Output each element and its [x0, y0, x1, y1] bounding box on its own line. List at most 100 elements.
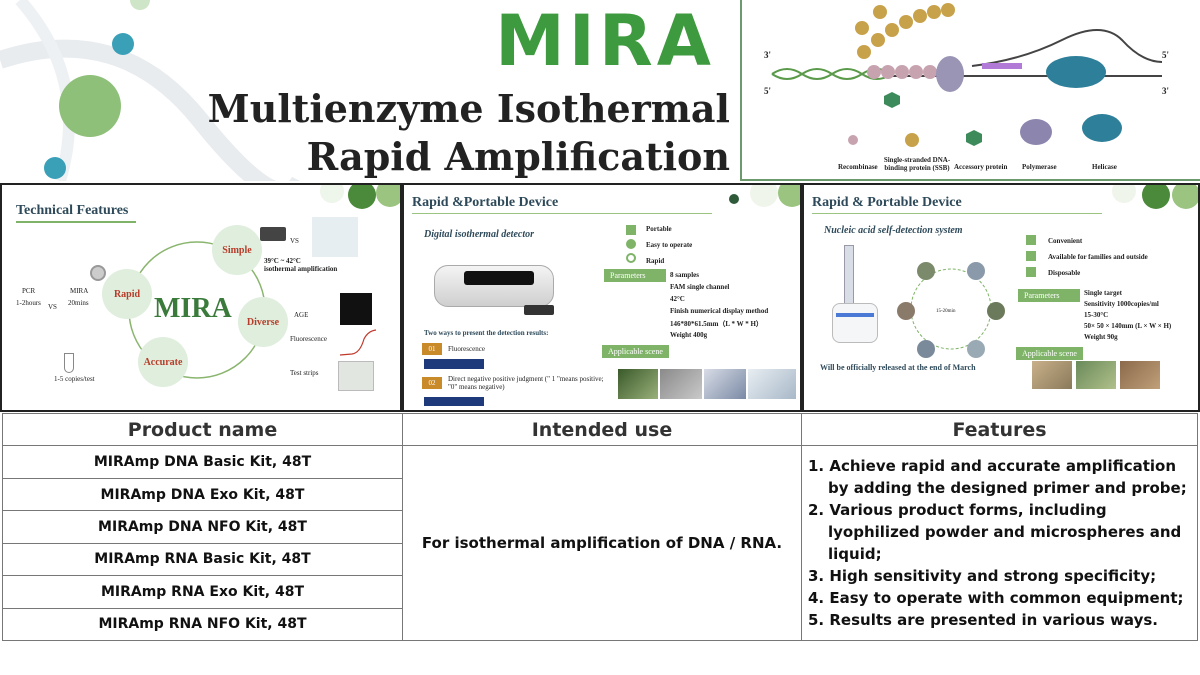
param-item: Finish numerical display method	[670, 307, 769, 315]
product-name-cell: MIRAmp DNA NFO Kit, 48T	[2, 510, 403, 544]
device-photo	[260, 227, 286, 241]
technical-features-panel: Technical Features MIRA Simple Rapid Div…	[0, 183, 402, 412]
badge-disposable: Disposable	[1048, 269, 1081, 277]
mechanism-diagram: 3' 5' 5' 3' Recombinase Single-stranded …	[740, 0, 1200, 181]
feature-item: 3. High sensitivity and strong specifici…	[808, 567, 1157, 586]
polymerase-legend-icon	[1020, 119, 1052, 145]
applicable-scene-label: Applicable scene	[602, 345, 669, 358]
test-strips-image	[338, 361, 374, 391]
scene-photo	[748, 369, 796, 399]
feature-simple: Simple	[212, 225, 262, 275]
tube-icon	[64, 353, 74, 373]
scene-photo	[1032, 361, 1072, 389]
brand-title: MIRA	[495, 0, 715, 82]
fluorescence-curve-icon	[339, 329, 377, 356]
detector-display	[464, 271, 534, 285]
label-5prime-right: 5'	[1162, 50, 1170, 60]
badge-easy: Easy to operate	[646, 241, 693, 249]
scene-photo	[618, 369, 658, 399]
scene-photo	[1120, 361, 1160, 389]
gel-image	[340, 293, 372, 325]
scene-photo	[704, 369, 746, 399]
temp-note: isothermal amplification	[264, 265, 338, 273]
scene-photo	[1076, 361, 1116, 389]
teal-dot-icon	[44, 157, 66, 179]
param-list: Single target Sensitivity 1000copies/ml …	[1084, 289, 1171, 344]
feature-item: 2. Various product forms, including lyop…	[808, 501, 1182, 564]
product-name-cell: MIRAmp RNA NFO Kit, 48T	[2, 607, 403, 642]
label-3prime-right: 3'	[1162, 86, 1170, 96]
hero-title-line2: Rapid Amplification	[306, 134, 730, 179]
table-row: MIRAmp DNA Basic Kit, 48T For isothermal…	[2, 445, 1198, 641]
fluorescence-label: Fluorescence	[290, 335, 327, 343]
vs2-label: VS	[290, 237, 299, 245]
way1-number: 01	[422, 343, 442, 355]
heater-base-image	[832, 303, 878, 343]
hero-decoration	[0, 0, 300, 181]
param-item: Weight 90g	[1084, 333, 1118, 341]
way1-number-text: 01	[428, 345, 436, 353]
product-name-cell: MIRAmp DNA Basic Kit, 48T	[2, 445, 403, 479]
handheld-device-image	[524, 305, 554, 315]
header-features: Features	[801, 412, 1198, 447]
hero-title-line1: Multienzyme Isothermal	[207, 86, 730, 131]
title-underline	[812, 213, 1102, 214]
title-underline	[16, 221, 136, 223]
accessory-legend-icon	[966, 130, 982, 146]
label-3prime-left: 3'	[764, 50, 772, 60]
table-header-row: Product name Intended use Features	[2, 412, 1198, 447]
title-underline	[412, 213, 712, 214]
hero-banner: MIRA Multienzyme Isothermal Rapid Amplif…	[0, 0, 738, 181]
green-circle-icon	[59, 75, 121, 137]
convenient-icon	[1026, 235, 1036, 245]
table-row: MIRAmp DNA Exo Kit, 48T	[2, 477, 1198, 512]
recombinase-cluster-icon	[867, 65, 937, 79]
panel3-title: Rapid & Portable Device	[812, 195, 962, 210]
hand-icon	[626, 239, 636, 249]
pcr-label: PCR	[22, 287, 36, 295]
accessory-protein-icon	[884, 92, 900, 108]
mira-label: MIRA	[70, 287, 89, 295]
self-detection-panel: Rapid & Portable Device Nucleic acid sel…	[802, 183, 1200, 412]
way2-label: Direct negative positive judgment (" 1 "…	[448, 375, 604, 391]
param-item: 15-30°C	[1084, 311, 1109, 319]
disposable-icon	[1026, 267, 1036, 277]
portable-icon	[626, 225, 636, 235]
pcr-time: 1-2hours	[16, 299, 41, 307]
parameters-label: Parameters	[1018, 289, 1080, 302]
param-item: Weight 400g	[670, 331, 708, 339]
copies-label: 1-5 copies/test	[54, 375, 95, 383]
timer-icon	[90, 265, 106, 281]
helicase-legend-icon	[1082, 114, 1122, 142]
judgment-readout-image	[424, 397, 484, 406]
features-list: 1. Achieve rapid and accurate amplificat…	[808, 455, 1191, 631]
badge-convenient: Convenient	[1048, 237, 1083, 245]
badge-portable: Portable	[646, 225, 672, 233]
product-name-cell: MIRAmp RNA Basic Kit, 48T	[2, 542, 403, 577]
param-item: 146*80*61.5mm（L * W * H）	[670, 320, 763, 328]
heater-glow	[836, 313, 874, 317]
feature-accurate: Accurate	[138, 337, 188, 387]
corner-dots-icon	[1112, 185, 1198, 209]
label-5prime-left: 5'	[764, 86, 772, 96]
header-intended-use: Intended use	[402, 412, 802, 447]
pale-dot-icon	[130, 0, 150, 10]
legend-recombinase: Recombinase	[838, 163, 878, 171]
badge-rapid: Rapid	[646, 257, 665, 265]
panel3-subtitle: Nucleic acid self-detection system	[824, 225, 963, 236]
ssb-legend-icon	[905, 133, 919, 147]
param-item: Sensitivity 1000copies/ml	[1084, 300, 1159, 308]
test-tube-device-image	[844, 245, 854, 305]
intended-use-cell: For isothermal amplification of DNA / RN…	[402, 445, 802, 641]
feature-item: 4. Easy to operate with common equipment…	[808, 589, 1184, 608]
feature-item: 5. Results are presented in various ways…	[808, 611, 1158, 630]
product-name-cell: MIRAmp RNA Exo Kit, 48T	[2, 575, 403, 609]
table-row: MIRAmp RNA NFO Kit, 48T	[2, 607, 1198, 642]
applicable-scene-label: Applicable scene	[1016, 347, 1083, 360]
panel2-title: Rapid &Portable Device	[412, 195, 559, 210]
table-row: MIRAmp RNA Basic Kit, 48T	[2, 542, 1198, 577]
teal-dot-icon	[112, 33, 134, 55]
panel2-subtitle: Digital isothermal detector	[424, 229, 534, 240]
feature-item: 1. Achieve rapid and accurate amplificat…	[808, 457, 1187, 498]
legend-ssb: Single-stranded DNA-binding protein (SSB…	[883, 156, 951, 172]
